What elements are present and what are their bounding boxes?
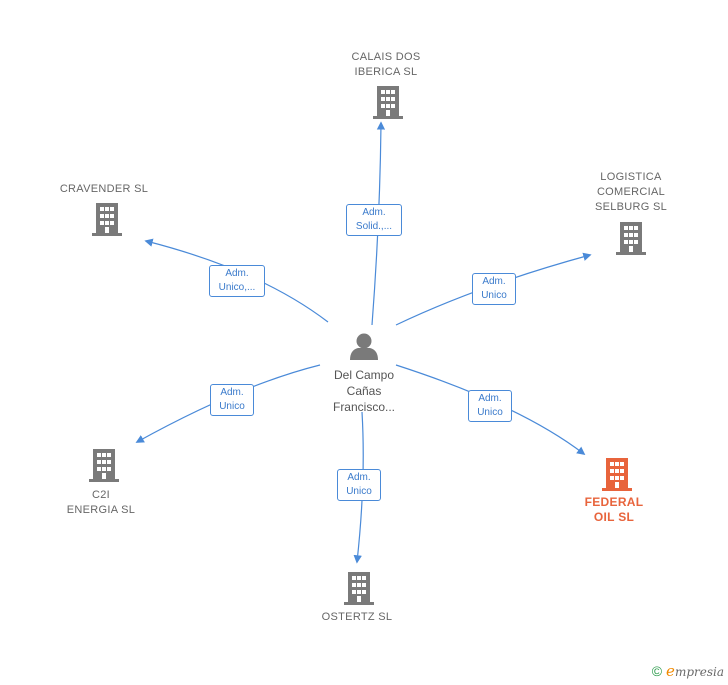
node-label-federal[interactable]: FEDERAL OIL SL: [584, 495, 644, 524]
edge-label-c2i[interactable]: Adm. Unico: [210, 384, 254, 416]
edge-label-calais[interactable]: Adm. Solid.,...: [346, 204, 402, 236]
person-icon[interactable]: [350, 333, 378, 361]
node-label-ostertz[interactable]: OSTERTZ SL: [321, 611, 393, 623]
node-label-logistica[interactable]: LOGISTICA COMERCIAL SELBURG SL: [594, 171, 668, 213]
node-label-calais[interactable]: CALAIS DOS IBERICA SL: [351, 51, 421, 78]
building-icon-ostertz[interactable]: [344, 572, 374, 605]
edge-label-federal[interactable]: Adm. Unico: [468, 390, 512, 422]
center-person-label[interactable]: Del Campo Cañas Francisco...: [332, 368, 395, 414]
brand-logo-e: e: [666, 662, 675, 680]
node-label-cravender[interactable]: CRAVENDER SL: [59, 183, 149, 195]
building-icon-logistica[interactable]: [616, 222, 646, 255]
edge-label-ostertz[interactable]: Adm. Unico: [337, 469, 381, 501]
brand-logo-text: mpresia: [674, 665, 724, 679]
building-icon-c2i[interactable]: [89, 449, 119, 482]
building-icon-federal[interactable]: [602, 458, 632, 491]
building-icon-cravender[interactable]: [92, 203, 122, 236]
building-icon-calais[interactable]: [373, 86, 403, 119]
copyright-icon: ©: [651, 663, 663, 679]
edge-label-cravender[interactable]: Adm. Unico,...: [209, 265, 265, 297]
node-label-c2i[interactable]: C2I ENERGIA SL: [66, 489, 136, 516]
brand-watermark: ©empresia: [652, 662, 724, 680]
edge-label-logistica[interactable]: Adm. Unico: [472, 273, 516, 305]
